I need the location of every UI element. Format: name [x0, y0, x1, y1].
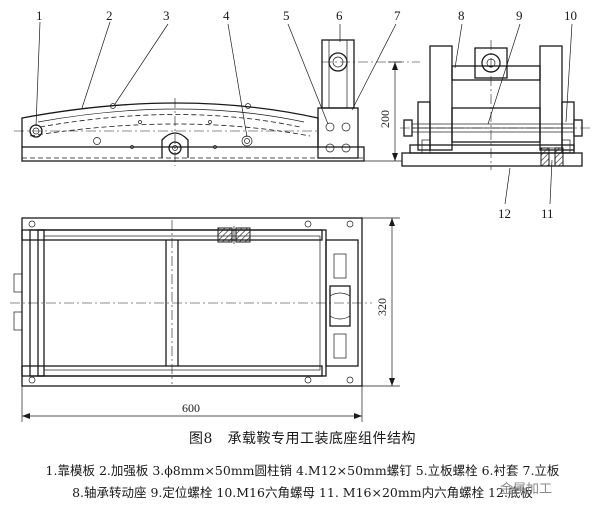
watermark-logo: 金属加工: [500, 482, 553, 497]
part-label-7: 7: [394, 8, 401, 23]
part-label-10: 10: [564, 8, 577, 23]
front-view: [14, 39, 420, 166]
dimension-200: 200: [378, 110, 392, 128]
part-label-6: 6: [336, 8, 343, 23]
figure-caption: 图8 承载鞍专用工装底座组件结构: [189, 431, 416, 447]
dimension-320: 320: [375, 298, 389, 316]
top-view: [10, 217, 400, 422]
legend-line-2: 8.轴承转动座 9.定位螺栓 10.M16六角螺母 11. M16×20mm内六…: [72, 485, 533, 500]
part-label-4: 4: [223, 8, 230, 23]
part-label-9: 9: [516, 8, 523, 23]
part-label-11: 11: [541, 206, 554, 221]
assembly-drawing: 1 2 3 4 5 6 7 8 9 10 11 12 200 320 600: [10, 8, 590, 422]
leader-lines: [35, 21, 573, 205]
dimension-600: 600: [182, 401, 200, 415]
part-label-5: 5: [283, 8, 290, 23]
part-label-12: 12: [498, 206, 511, 221]
part-label-2: 2: [106, 8, 113, 23]
side-view: [400, 40, 590, 170]
part-label-8: 8: [458, 8, 465, 23]
part-label-3: 3: [163, 8, 170, 23]
legend-line-1: 1.靠模板 2.加强板 3.ϕ8mm×50mm圆柱销 4.M12×50mm螺钉 …: [45, 463, 560, 478]
part-label-1: 1: [36, 8, 43, 23]
part-labels: 1 2 3 4 5 6 7 8 9 10 11 12: [36, 8, 577, 221]
